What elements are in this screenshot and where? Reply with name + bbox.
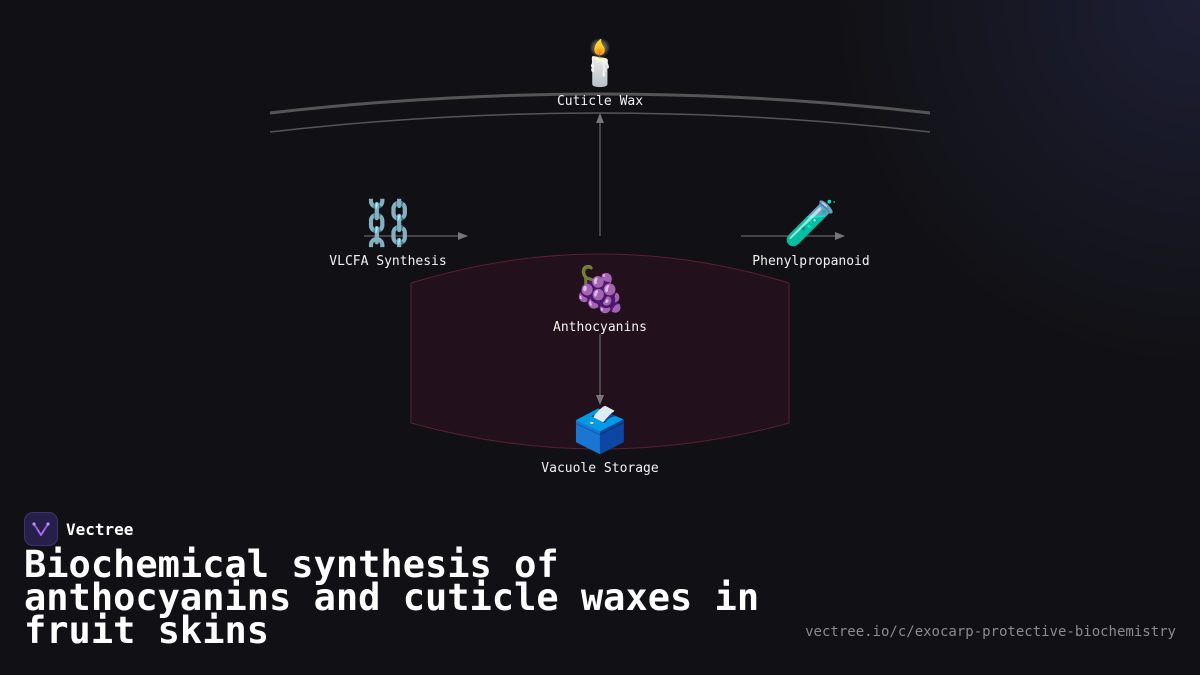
node-label-cuticle-wax: Cuticle Wax	[557, 94, 643, 109]
brand-name: Vectree	[66, 519, 134, 539]
candle-icon: 🕯️	[573, 36, 628, 89]
node-label-vlcfa-synthesis: VLCFA Synthesis	[329, 254, 446, 269]
source-url[interactable]: vectree.io/c/exocarp-protective-biochemi…	[805, 624, 1176, 640]
node-label-anthocyanins: Anthocyanins	[553, 320, 647, 335]
vectree-logo-icon	[24, 512, 58, 546]
node-cuticle-wax: 🕯️ Cuticle Wax	[557, 36, 643, 109]
brand[interactable]: Vectree	[24, 512, 133, 546]
node-phenylpropanoid: 🧪 Phenylpropanoid	[752, 198, 869, 269]
node-anthocyanins: 🍇 Anthocyanins	[553, 264, 647, 335]
cuticle-outer-arc	[269, 92, 931, 115]
test-tube-icon: 🧪	[784, 198, 839, 249]
node-vacuole-storage: 🗳️ Vacuole Storage	[541, 405, 659, 476]
node-label-vacuole-storage: Vacuole Storage	[541, 461, 659, 476]
ballot-box-icon: 🗳️	[573, 405, 628, 456]
grapes-icon: 🍇	[573, 264, 628, 315]
node-vlcfa-synthesis: ⛓️ VLCFA Synthesis	[329, 198, 446, 269]
vectree-logo-mark	[32, 522, 50, 536]
chain-link-icon: ⛓️	[361, 198, 416, 249]
page-title: Biochemical synthesis of anthocyanins an…	[24, 543, 760, 652]
node-label-phenylpropanoid: Phenylpropanoid	[752, 254, 869, 269]
